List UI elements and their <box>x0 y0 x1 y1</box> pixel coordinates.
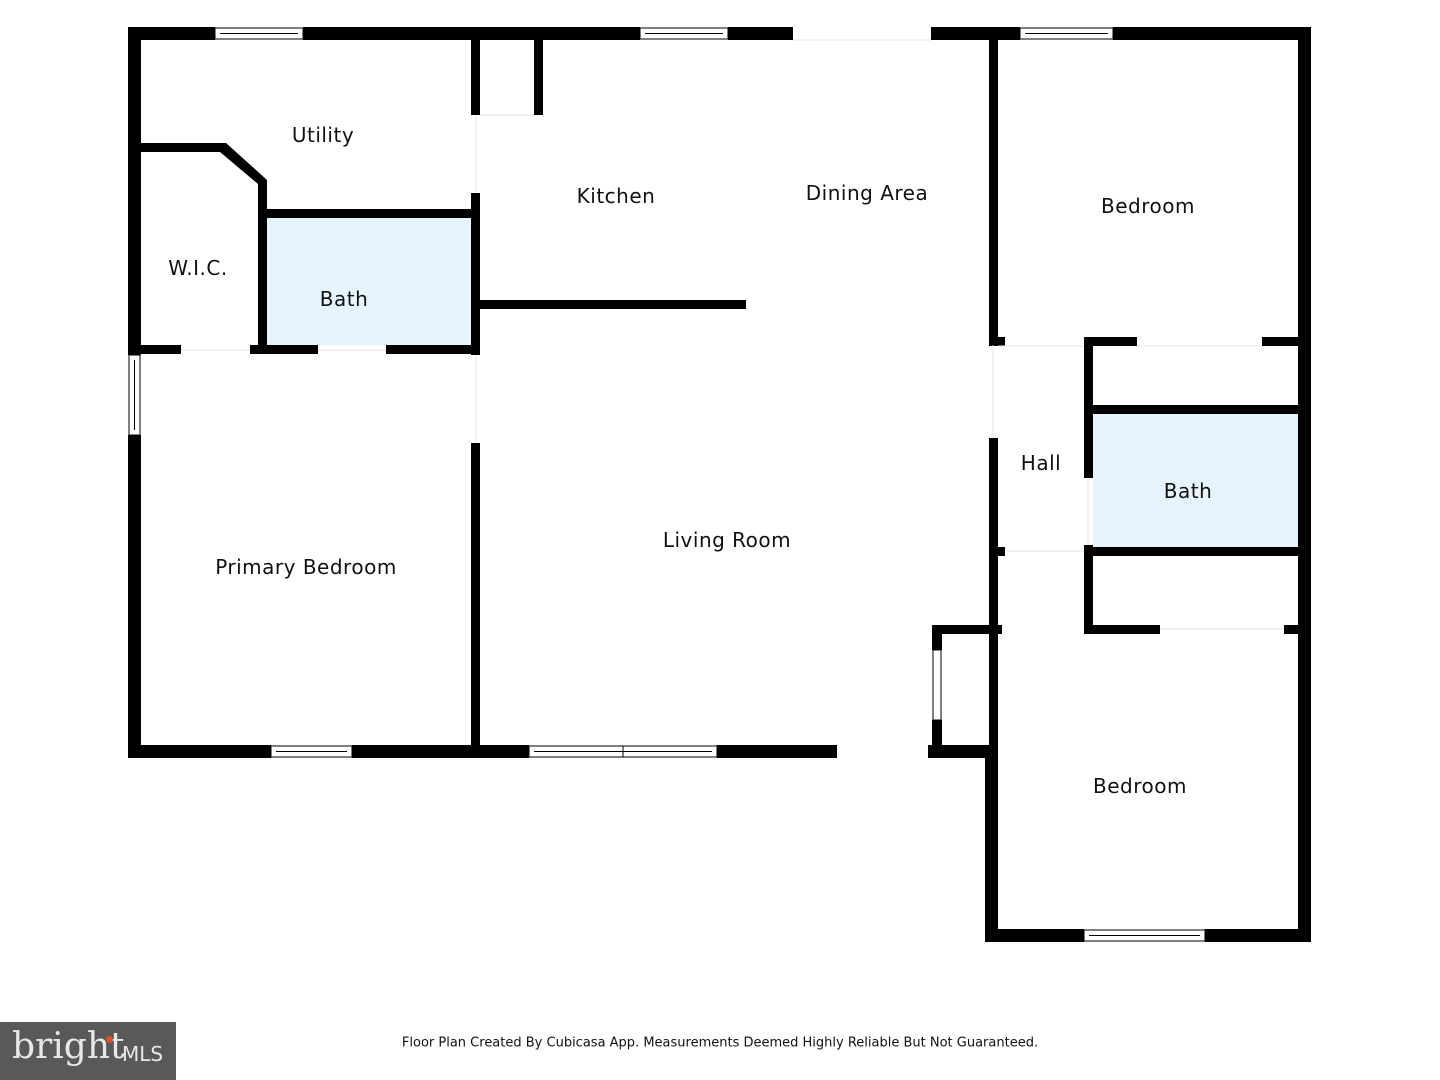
bath-fill-primary <box>267 218 471 345</box>
room-label-utility: Utility <box>291 123 355 147</box>
room-label-bath-hall: Bath <box>1163 479 1213 503</box>
bright-mls-logo: bright MLS <box>0 1022 176 1080</box>
bath-fill-hall <box>1093 414 1298 547</box>
logo-suffix: MLS <box>122 1042 164 1066</box>
openings <box>181 39 1284 630</box>
room-label-living: Living Room <box>662 528 792 552</box>
room-label-bedroom-top: Bedroom <box>1101 194 1195 218</box>
walls <box>128 27 1311 942</box>
room-label-primary-bedroom: Primary Bedroom <box>215 555 397 579</box>
room-label-hall: Hall <box>1020 451 1062 475</box>
room-label-bath-primary: Bath <box>319 287 369 311</box>
windows <box>128 27 1206 942</box>
room-label-bedroom-bottom: Bedroom <box>1093 774 1187 798</box>
disclaimer-text: Floor Plan Created By Cubicasa App. Meas… <box>401 1035 1039 1051</box>
room-label-kitchen: Kitchen <box>576 184 656 208</box>
room-label-wic: W.I.C. <box>168 256 228 280</box>
logo-star-icon <box>106 1036 113 1043</box>
logo-brand: bright <box>12 1026 125 1067</box>
room-label-dining: Dining Area <box>805 181 929 205</box>
